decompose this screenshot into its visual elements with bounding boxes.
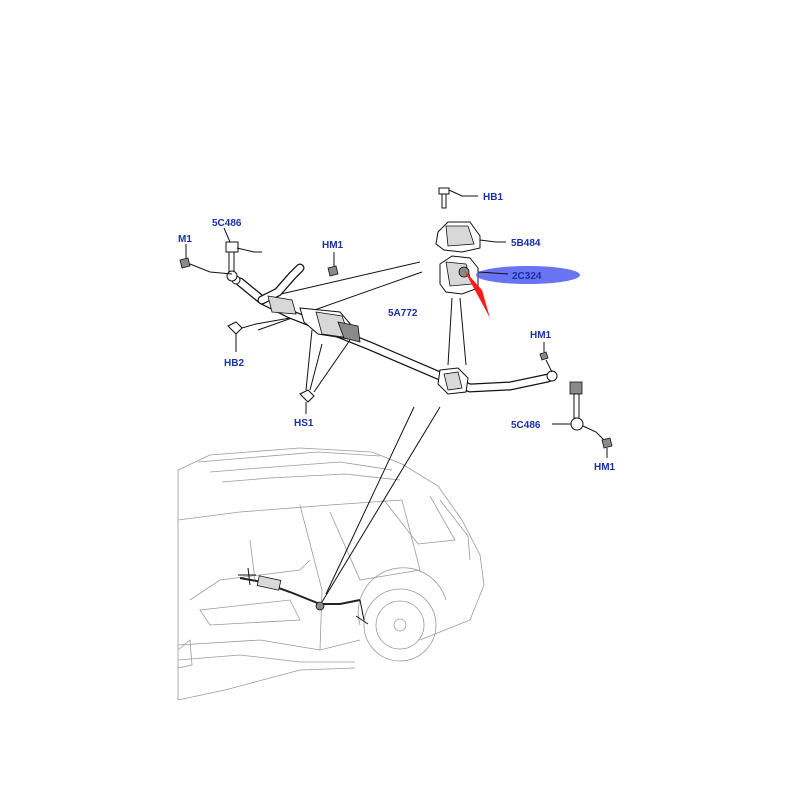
nut-m1-part [179, 244, 233, 275]
callout-labels: HB1 5B484 2C324 M1 5C486 HM1 5A772 HM1 H… [178, 192, 616, 473]
vehicle-outline [177, 447, 485, 701]
bolt-hb2-part [227, 317, 291, 352]
label-hb2: HB2 [224, 358, 244, 369]
bolt-hs1-part [299, 329, 351, 414]
nut-hm1-right-part [539, 342, 553, 373]
right-bush [437, 367, 469, 395]
label-hm1-right: HM1 [530, 330, 552, 341]
label-2c324: 2C324 [512, 271, 542, 282]
nut-hm1-bottom-part [601, 437, 613, 458]
highlight-2c324 [464, 266, 580, 318]
bracket-5b484-part [435, 221, 506, 253]
label-hm1-bottom: HM1 [594, 462, 616, 473]
label-hm1-top: HM1 [322, 240, 344, 251]
label-5a772: 5A772 [388, 308, 418, 319]
label-5c486-right: 5C486 [511, 420, 541, 431]
label-m1: M1 [178, 234, 192, 245]
label-5c486-left: 5C486 [212, 218, 242, 229]
bush-2c324-part [439, 255, 479, 295]
link-5c486-left-part [223, 227, 262, 282]
label-5b484: 5B484 [511, 238, 541, 249]
highlight-arrow [464, 270, 490, 318]
highlight-ellipse [476, 266, 580, 284]
nut-hm1-top-part [327, 252, 339, 277]
inset-anti-roll-bar [238, 567, 369, 625]
link-5c486-right-part [552, 381, 605, 441]
label-hb1: HB1 [483, 192, 503, 203]
bolt-hb1-part [438, 187, 478, 209]
left-bush-clamp [267, 295, 361, 343]
anti-roll-bar-5a772 [231, 263, 558, 393]
label-hs1: HS1 [294, 418, 314, 429]
